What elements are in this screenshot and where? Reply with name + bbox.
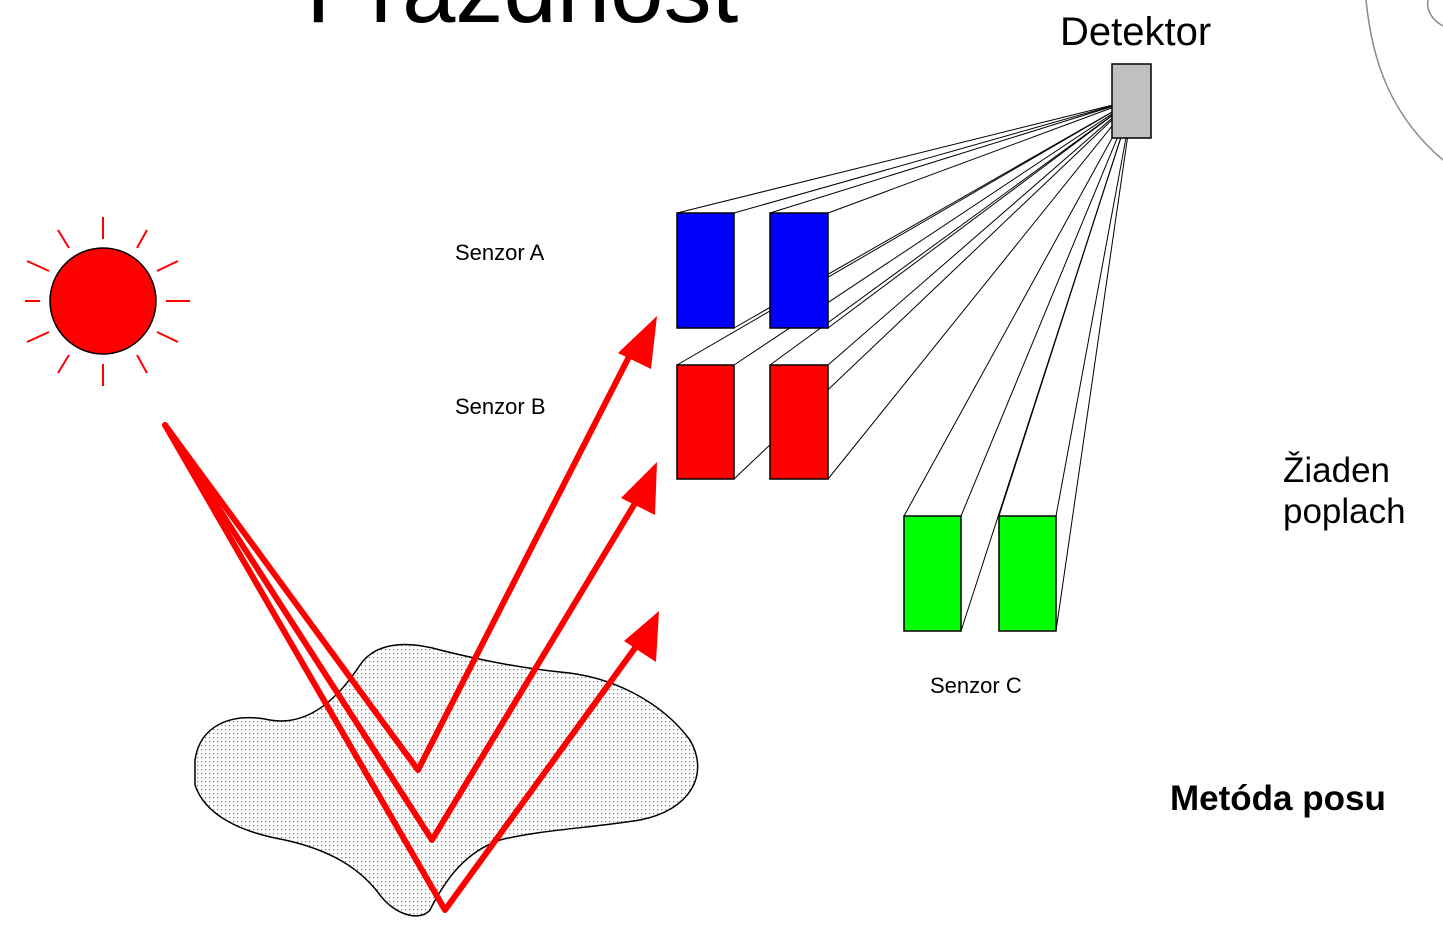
arrowheads — [618, 316, 659, 662]
sensor-c — [903, 515, 1057, 632]
sensor-b-label: Senzor B — [455, 394, 546, 419]
decorative-arcs — [1365, 0, 1443, 161]
sensor-b — [676, 364, 829, 480]
detector-box — [1111, 63, 1152, 139]
status-line-2: poplach — [1283, 492, 1406, 531]
sun-icon — [25, 217, 190, 386]
light-rays — [162, 342, 646, 913]
sensor-a-label: Senzor A — [455, 240, 545, 265]
sensor-a — [676, 212, 829, 329]
ground-surface — [194, 643, 699, 917]
page-title: Prázdnosť — [306, 0, 748, 38]
detector-label: Detektor — [1060, 10, 1212, 54]
method-label: Metóda posu — [1170, 779, 1386, 818]
sensor-c-label: Senzor C — [930, 673, 1022, 698]
status-line-1: Žiaden — [1283, 451, 1391, 490]
